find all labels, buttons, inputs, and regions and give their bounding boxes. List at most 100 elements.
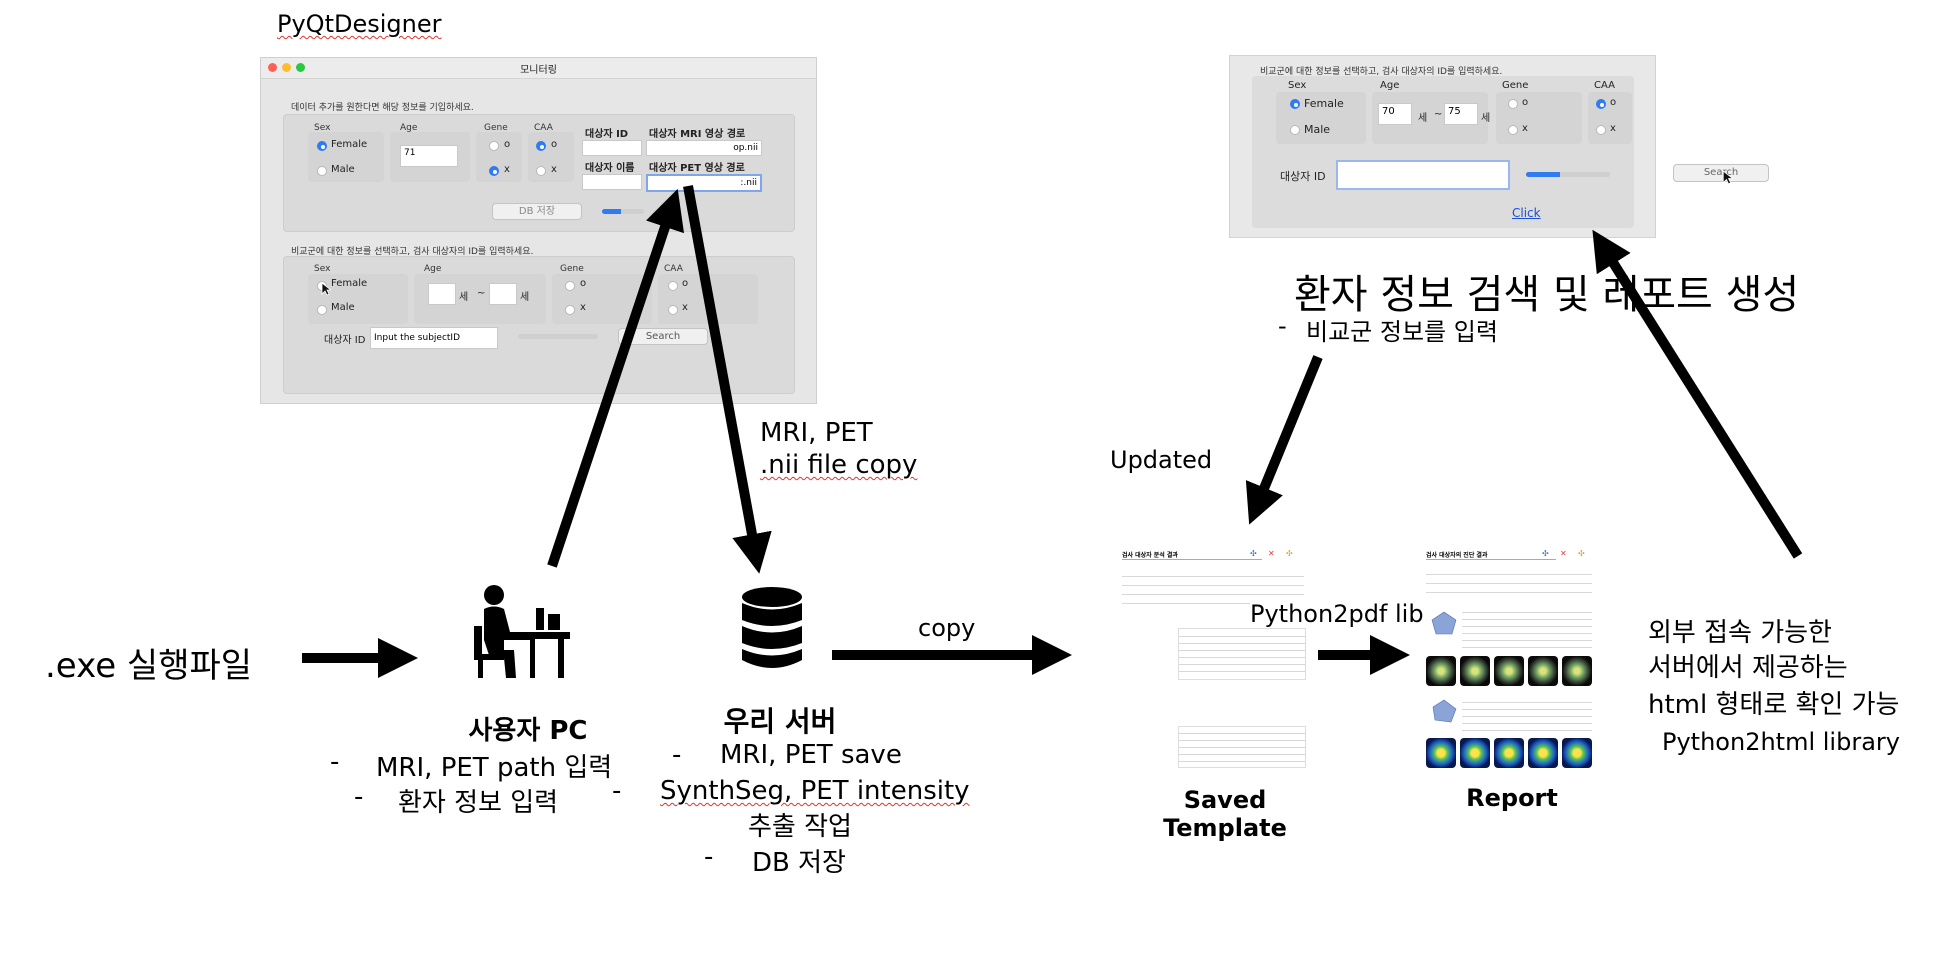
search-button[interactable]: Search [618,328,708,345]
report-mri-scan-3 [1494,656,1524,686]
search-caa-x-label: x [682,302,688,313]
report-doc: 검사 대상자의 진단 결과 ✣ ✕ ✣ [1424,546,1596,768]
panel-caa-o-label: o [1610,97,1617,108]
panel-caa-label: CAA [1594,80,1615,91]
panel-caa-o-radio[interactable] [1596,99,1606,109]
external-line2: 서버에서 제공하는 [1648,653,1848,683]
window-titlebar: 모니터링 [261,58,816,79]
maximize-icon[interactable] [296,63,305,72]
template-doc-title: 검사 대상자 분석 결과 [1122,552,1178,559]
user-pc-bullet2: 환자 정보 입력 [398,788,559,818]
server-dash1: - [672,740,682,770]
panel-subject-id-input[interactable] [1336,160,1510,190]
search-age-to-input[interactable] [489,283,517,305]
report-pet-scan-2 [1460,738,1490,768]
panel-gene-o-radio[interactable] [1508,99,1518,109]
search-caa-o-label: o [682,278,689,289]
user-pc-title: 사용자 PC [468,716,588,746]
panel-age-to-input[interactable]: 75 [1444,103,1478,125]
panel-age-from-input[interactable]: 70 [1378,103,1412,125]
pet-path-label: 대상자 PET 영상 경로 [649,163,745,174]
panel-age-label: Age [1380,80,1400,91]
search-prompt: 비교군에 대한 정보를 선택하고, 검사 대상자의 ID를 입력하세요. [291,247,534,257]
server-dash2: - [612,776,622,806]
report-radar-chart-2 [1432,699,1457,723]
database-icon [742,587,802,668]
report-table-2 [1462,696,1592,732]
mri-path-input[interactable]: op.nii [646,140,762,156]
search-progress [518,334,598,339]
click-link[interactable]: Click [1512,206,1541,220]
search-dash: - [1278,312,1287,340]
panel-sex-label: Sex [1288,80,1307,91]
panel-female-label: Female [1304,97,1344,110]
search-age-from-input[interactable] [428,283,456,305]
search-subject-id-label: 대상자 ID [324,335,366,346]
subject-name-input[interactable] [582,174,642,190]
nii-copy-line2: .nii file copy [760,450,917,480]
template-table-2 [1178,726,1306,768]
panel-caa-x-radio[interactable] [1596,125,1606,135]
caa-o-radio[interactable] [536,141,546,151]
template-icon-2: ✕ [1268,549,1275,558]
gene-label: Gene [484,123,508,133]
search-male-radio[interactable] [317,305,327,315]
age-input[interactable]: 71 [400,145,458,167]
female-radio[interactable] [317,141,327,151]
db-save-progress [602,209,644,214]
search-caa-x-radio[interactable] [668,305,678,315]
server-bullet2b: 추출 작업 [748,812,852,842]
panel-search-button[interactable]: Search [1673,164,1769,182]
gene-x-radio[interactable] [489,166,499,176]
report-icon-3: ✣ [1578,549,1585,558]
search-subject-id-input[interactable]: Input the subjectID [370,327,498,349]
caa-x-radio[interactable] [536,166,546,176]
python2html-label: Python2html library [1662,728,1900,756]
report-doc-title: 검사 대상자의 진단 결과 [1426,552,1488,559]
person-at-desk-icon [474,585,570,678]
sex-label: Sex [314,123,331,133]
panel-gene-x-radio[interactable] [1508,125,1518,135]
report-table-1 [1462,606,1592,650]
synthseg-word: SynthSeg, PET intensity [660,776,970,806]
search-gene-x-radio[interactable] [565,305,575,315]
template-table-1 [1178,628,1306,680]
cursor-icon [321,282,331,296]
search-caa-o-radio[interactable] [668,281,678,291]
caa-o-label: o [551,139,558,150]
subject-id-input[interactable] [582,140,642,156]
search-gene-o-radio[interactable] [565,281,575,291]
report-icon-2: ✕ [1560,549,1567,558]
search-age-label: Age [424,264,442,274]
db-save-button[interactable]: DB 저장 [492,203,582,220]
panel-gene-o-label: o [1522,97,1529,108]
pyqtdesigner-label: PyQtDesigner [277,10,442,38]
add-data-group: Sex Female Male Age 71 Gene o x CAA o x … [283,114,795,232]
arrow-report-to-panel [1592,229,1803,559]
search-female-label: Female [331,278,368,289]
male-radio[interactable] [317,166,327,176]
pet-path-input[interactable]: :.nii [646,174,762,192]
saved-template-label: Saved Template [1163,786,1287,842]
search-bullet: 비교군 정보를 입력 [1306,318,1498,346]
gene-o-radio[interactable] [489,141,499,151]
panel-subject-id-label: 대상자 ID [1280,170,1326,183]
report-icon-1: ✣ [1542,549,1549,558]
report-radar-chart-1 [1431,611,1457,635]
external-line3: html 형태로 확인 가능 [1648,690,1900,720]
gene-o-label: o [504,139,511,150]
subject-name-label: 대상자 이름 [585,163,635,174]
female-label: Female [331,139,368,150]
close-icon[interactable] [268,63,277,72]
template-icon-1: ✣ [1250,549,1257,558]
panel-caa-x-label: x [1610,123,1616,134]
panel-age-from-unit: 세 [1418,113,1428,124]
panel-female-radio[interactable] [1290,99,1300,109]
minimize-icon[interactable] [282,63,291,72]
server-bullet2a: SynthSeg, PET intensity [660,776,970,806]
panel-male-radio[interactable] [1290,125,1300,135]
arrow-search-to-template [1245,355,1323,525]
report-label: Report [1466,784,1558,812]
report-pet-scan-5 [1562,738,1592,768]
panel-age-tilde: ~ [1434,109,1443,120]
